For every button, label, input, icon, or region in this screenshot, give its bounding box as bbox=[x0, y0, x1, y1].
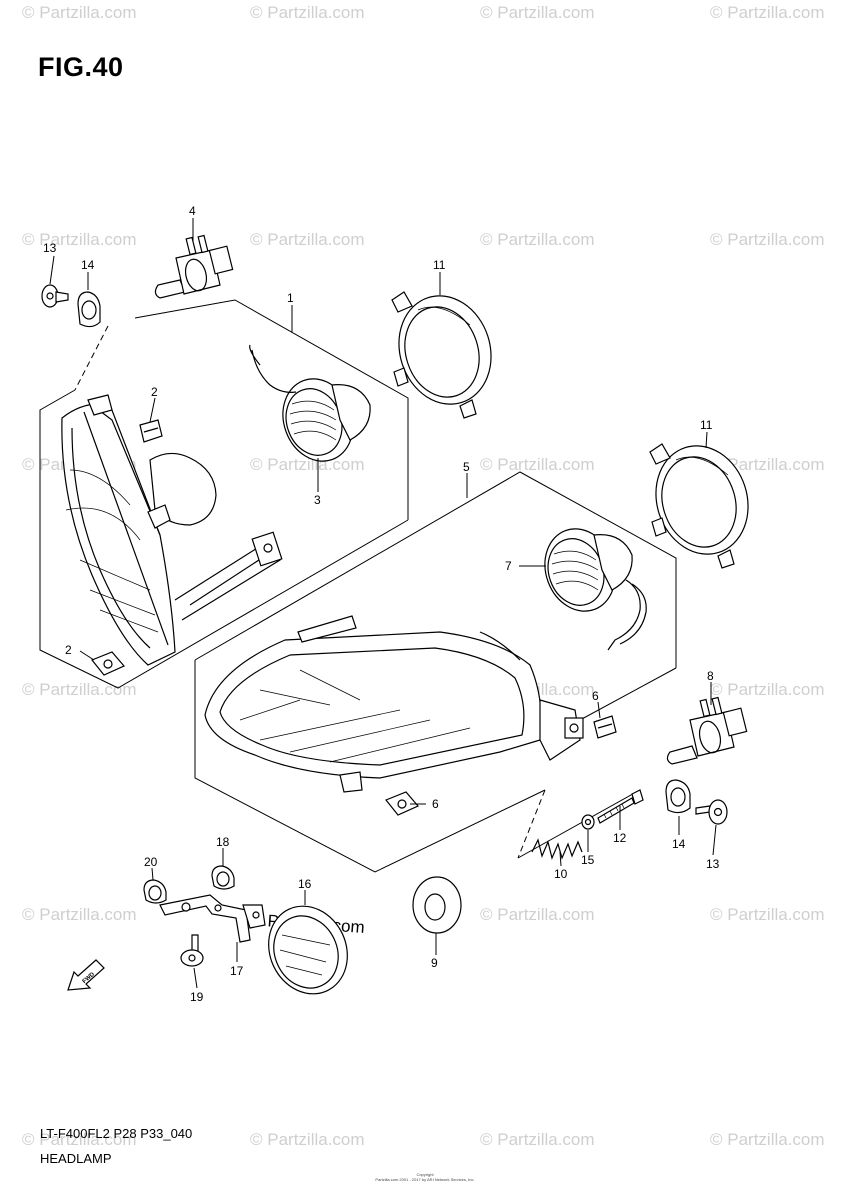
callout-11: 11 bbox=[433, 258, 446, 272]
callout-12: 12 bbox=[613, 831, 627, 845]
part-12-adjuster-screw bbox=[597, 789, 644, 824]
callout-5: 5 bbox=[463, 460, 470, 474]
watermark: © Partzilla.com bbox=[480, 230, 595, 249]
watermark: © Partzilla.com bbox=[22, 1130, 137, 1149]
part-1-headlamp-housing-upper bbox=[61, 394, 283, 666]
watermark: © Partzilla.com bbox=[710, 455, 825, 474]
watermark: © Partzilla.com bbox=[250, 3, 365, 22]
watermark: © Partzilla.com bbox=[22, 230, 137, 249]
callout-6: 6 bbox=[432, 797, 439, 811]
callout-9: 9 bbox=[431, 956, 438, 970]
callout-19: 19 bbox=[190, 990, 204, 1004]
part-3-socket-upper bbox=[249, 344, 371, 462]
part-13-screw-lower bbox=[695, 799, 728, 825]
callout-1: 1 bbox=[287, 291, 294, 305]
part-11-retaining-ring-lower bbox=[649, 443, 749, 569]
part-6-clip-nut-upper bbox=[593, 715, 617, 739]
figure-title: FIG.40 bbox=[38, 52, 124, 82]
part-11-retaining-ring-upper bbox=[391, 291, 492, 419]
part-2-clip-nut-lower bbox=[91, 651, 125, 676]
watermark: © Partzilla.com bbox=[710, 680, 825, 699]
part-6-clip-nut-lower bbox=[385, 791, 419, 816]
watermark: © Partzilla.com bbox=[480, 905, 595, 924]
watermark: © Partzilla.com bbox=[710, 1130, 825, 1149]
callout-6: 6 bbox=[592, 689, 599, 703]
part-16-reflector bbox=[268, 905, 348, 995]
callout-15: 15 bbox=[581, 853, 595, 867]
callout-17: 17 bbox=[230, 964, 244, 978]
callout-16: 16 bbox=[298, 877, 312, 891]
part-5-headlamp-housing-lower bbox=[204, 615, 584, 793]
callout-20: 20 bbox=[144, 855, 158, 869]
callout-4: 4 bbox=[189, 204, 196, 218]
group-frame-upper bbox=[39, 299, 409, 689]
watermark: © Partzilla.com bbox=[22, 680, 137, 699]
callout-13: 13 bbox=[706, 857, 720, 871]
part-20-nut bbox=[143, 879, 167, 904]
callout-14: 14 bbox=[81, 258, 95, 272]
watermark: © Partzilla.com bbox=[250, 455, 365, 474]
copyright-notice: Copyright Partzilla.com 2001 - 2017 by A… bbox=[360, 1172, 490, 1182]
fwd-arrow-icon: FWD bbox=[67, 959, 105, 991]
callout-7: 7 bbox=[505, 559, 512, 573]
callout-18: 18 bbox=[216, 835, 230, 849]
part-2-clip-nut-upper bbox=[139, 419, 163, 443]
group-frame-lower bbox=[194, 471, 677, 873]
part-4-bulb-upper bbox=[154, 234, 234, 299]
watermark: © Partzilla.com bbox=[480, 455, 595, 474]
part-13-screw-upper bbox=[41, 284, 69, 308]
watermark: © Partzilla.com bbox=[22, 905, 137, 924]
watermark: © Partzilla.com bbox=[710, 3, 825, 22]
part-8-bulb-lower bbox=[666, 696, 748, 765]
callout-11: 11 bbox=[700, 418, 713, 432]
part-19-bolt bbox=[180, 934, 204, 967]
copyright-line-2: Partzilla.com 2001 - 2017 by ARI Network… bbox=[375, 1177, 475, 1182]
part-17-bracket bbox=[159, 894, 266, 943]
callout-10: 10 bbox=[554, 867, 568, 881]
part-14-grommet-lower bbox=[665, 779, 691, 814]
watermark: © Partzilla.com bbox=[710, 230, 825, 249]
callout-2: 2 bbox=[151, 385, 158, 399]
callout-labels: 1 2 2 3 4 5 6 6 7 8 9 10 11 11 12 13 13 … bbox=[43, 204, 720, 1004]
callout-8: 8 bbox=[707, 669, 714, 683]
watermark: © Partzilla.com bbox=[480, 3, 595, 22]
figure-code: LT-F400FL2 P28 P33_040 bbox=[40, 1126, 193, 1141]
callout-3: 3 bbox=[314, 493, 321, 507]
watermark: © Partzilla.com bbox=[22, 3, 137, 22]
watermark: © Partzilla.com bbox=[250, 230, 365, 249]
callout-2: 2 bbox=[65, 643, 72, 657]
callout-13: 13 bbox=[43, 241, 57, 255]
part-18-nut bbox=[211, 865, 235, 890]
part-14-grommet-upper bbox=[77, 291, 101, 328]
watermark: © Partzilla.com bbox=[480, 1130, 595, 1149]
figure-name: HEADLAMP bbox=[40, 1151, 112, 1166]
watermark: © Partzilla.com bbox=[710, 905, 825, 924]
watermark: © Partzilla.com bbox=[250, 1130, 365, 1149]
part-9-rubber-ring bbox=[412, 876, 462, 934]
part-10-spring bbox=[531, 838, 583, 860]
copyright-line-1: Copyright bbox=[416, 1172, 434, 1177]
callout-14: 14 bbox=[672, 837, 686, 851]
part-7-socket-lower bbox=[544, 528, 647, 651]
leader-lines bbox=[49, 218, 717, 989]
part-15-washer bbox=[581, 814, 595, 830]
